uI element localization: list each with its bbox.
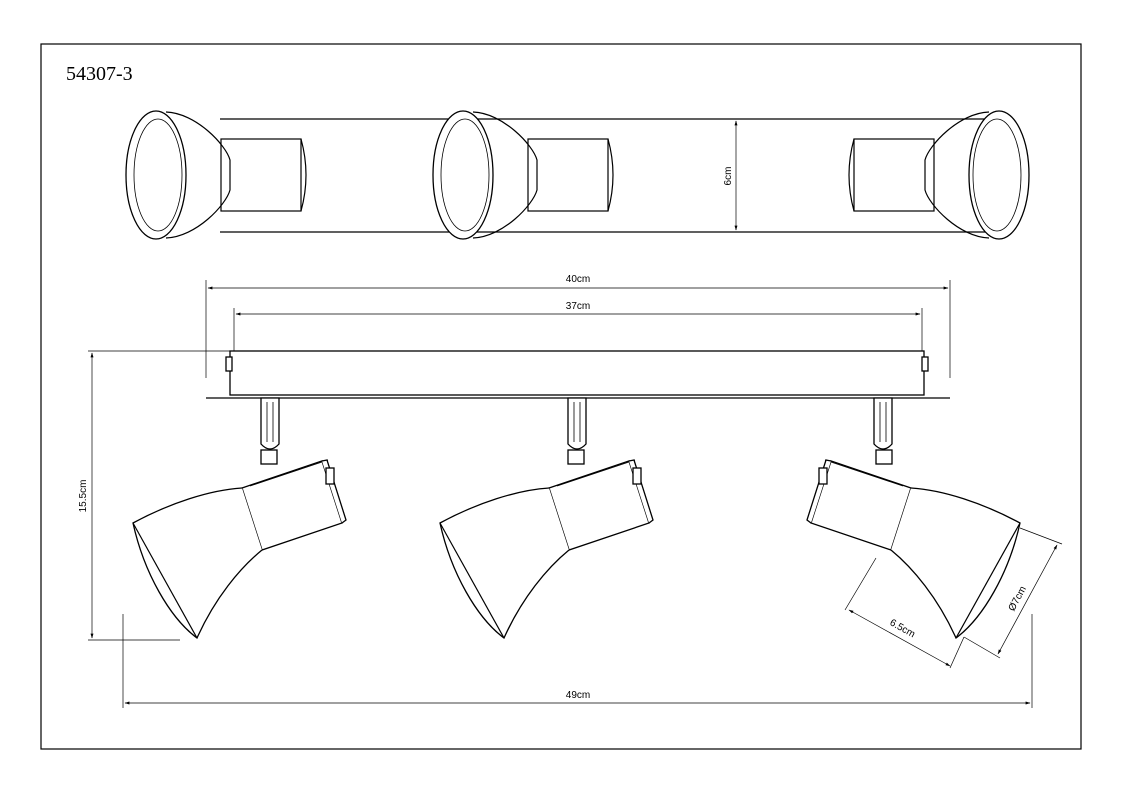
mounting-plate (229, 350, 925, 396)
top-spot-right (848, 110, 1030, 240)
dim-plate-length: 40cm (566, 274, 590, 285)
dim-hole-spacing: 37cm (566, 301, 590, 312)
top-spot-middle (432, 110, 614, 240)
dim-height: 15.5cm (78, 480, 89, 513)
product-code: 54307-3 (66, 63, 133, 85)
front-spot-left (132, 397, 347, 639)
drawing-frame (40, 43, 1082, 750)
dim-shade-length: 6.5cm (888, 617, 917, 640)
front-spot-right (806, 397, 1021, 639)
top-view (125, 110, 1030, 240)
front-spot-middle (439, 397, 654, 639)
dim-shade-diameter: Ø7cm (1007, 584, 1029, 613)
top-spot-left (125, 110, 307, 240)
dim-total-length: 49cm (566, 690, 590, 701)
front-view (88, 280, 1063, 708)
dim-height-top: 6cm (723, 167, 734, 186)
